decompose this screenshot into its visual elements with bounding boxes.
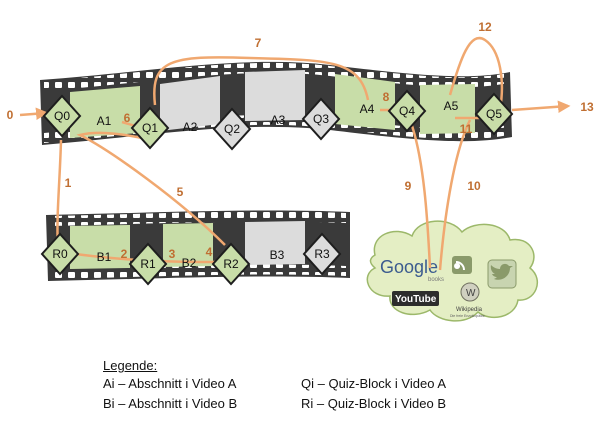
step-13: 13 — [580, 100, 594, 114]
label-q3: Q3 — [313, 112, 329, 126]
wikipedia-logo: W Wikipedia Die freie Enzyklopädie — [450, 282, 485, 318]
path-7 — [153, 56, 370, 106]
path-9 — [408, 119, 432, 269]
frame-b2 — [163, 223, 213, 267]
label-a3: A3 — [271, 113, 286, 127]
step-12: 12 — [478, 20, 492, 34]
step-8: 8 — [383, 90, 390, 104]
quiz-r2 — [211, 242, 251, 286]
step-1: 1 — [65, 176, 72, 190]
google-books-label: books — [428, 277, 444, 283]
quiz-q1 — [130, 106, 170, 150]
youtube-logo: YouTube — [392, 291, 439, 306]
svg-text:W: W — [466, 288, 476, 299]
twitter-icon — [487, 259, 517, 289]
legend-section-b: Bi – Abschnitt i Video B — [103, 396, 238, 411]
path-13 — [511, 100, 571, 113]
strip-a-frames — [70, 70, 475, 138]
wikipedia-sub: Die freie Enzyklopädie — [450, 314, 485, 318]
legend-title: Legende: — [103, 358, 158, 373]
wikipedia-label: Wikipedia — [456, 307, 483, 313]
step-0: 0 — [7, 108, 14, 122]
film-strip-b-holes-bottom — [50, 264, 346, 279]
frame-a4 — [335, 74, 395, 130]
item-labels: Q0 A1 Q1 A2 Q2 A3 Q3 A4 Q4 A5 Q5 R0 B1 R… — [52, 99, 502, 271]
legend: Legende: Ai – Abschnitt i Video A Qi – Q… — [103, 358, 523, 418]
label-a1: A1 — [97, 114, 112, 128]
path-5 — [76, 131, 226, 246]
label-r1: R1 — [140, 257, 156, 271]
step-11: 11 — [460, 122, 473, 136]
step-5: 5 — [177, 185, 184, 199]
step-9: 9 — [405, 179, 412, 193]
legend-quiz-b: Ri – Quiz-Block i Video B — [301, 396, 446, 411]
frame-a2 — [160, 76, 220, 131]
quiz-r0 — [40, 232, 80, 276]
quiz-q5 — [474, 92, 514, 136]
frame-b3 — [245, 221, 305, 265]
step-4: 4 — [206, 245, 213, 259]
label-q2: Q2 — [224, 122, 240, 136]
quiz-q0 — [42, 94, 82, 138]
label-b3: B3 — [270, 248, 285, 262]
google-logo: Google — [380, 257, 438, 277]
label-q4: Q4 — [399, 104, 415, 118]
label-r0: R0 — [52, 247, 68, 261]
strip-a-quizzes — [42, 89, 514, 151]
step-2: 2 — [121, 247, 128, 261]
web-resources-cloud: Google books YouTube W Wikipedia Die fre… — [366, 220, 539, 322]
label-q0: Q0 — [54, 109, 70, 123]
quiz-r3 — [302, 232, 342, 276]
quiz-q3 — [301, 97, 341, 141]
label-b2: B2 — [182, 256, 197, 270]
quiz-q4 — [387, 89, 427, 133]
youtube-label: YouTube — [395, 294, 437, 305]
step-7: 7 — [255, 36, 262, 50]
label-q5: Q5 — [486, 107, 502, 121]
legend-section-a: Ai – Abschnitt i Video A — [103, 376, 237, 391]
frame-a1 — [70, 86, 140, 138]
step-numbers: 0 1 2 3 4 5 6 7 8 9 10 11 12 13 — [7, 20, 594, 261]
quiz-q2 — [212, 107, 252, 151]
path-10 — [438, 119, 472, 271]
frame-a3 — [245, 70, 305, 121]
strip-b-quizzes — [40, 232, 342, 286]
label-b1: B1 — [97, 250, 112, 264]
frame-a5 — [420, 84, 475, 134]
step-3: 3 — [169, 247, 176, 261]
rss-icon — [452, 256, 472, 274]
step-10: 10 — [467, 179, 481, 193]
path-12 — [448, 36, 504, 111]
label-r3: R3 — [314, 247, 330, 261]
label-q1: Q1 — [142, 121, 158, 135]
quiz-r1 — [128, 242, 168, 286]
label-a4: A4 — [360, 102, 375, 116]
label-a5: A5 — [444, 99, 459, 113]
legend-quiz-a: Qi – Quiz-Block i Video A — [301, 376, 446, 391]
label-r2: R2 — [223, 257, 239, 271]
step-6: 6 — [124, 111, 131, 125]
path-0 — [19, 107, 49, 120]
label-a2: A2 — [183, 120, 198, 134]
